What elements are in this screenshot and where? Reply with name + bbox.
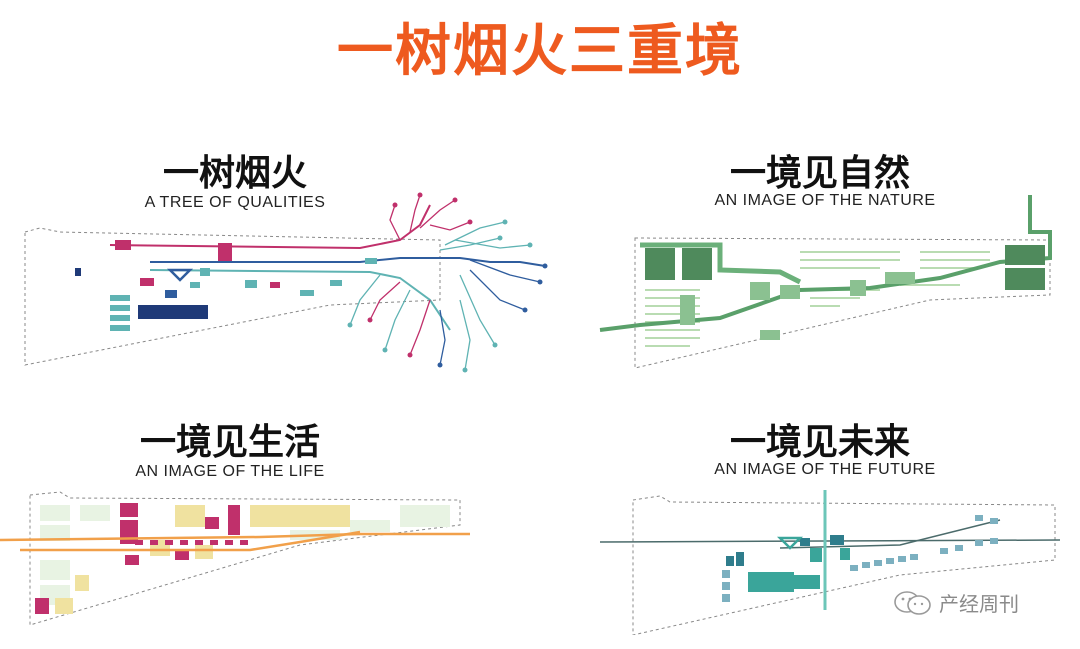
site-boundary (632, 495, 1056, 635)
panel-4-title: 一境见未来 (729, 421, 910, 463)
panel-3-life-diagram (0, 491, 470, 626)
wechat-icon (894, 590, 931, 615)
watermark: 产经周刊 (893, 588, 1019, 617)
panel-2-title: 一境见自然 (729, 152, 910, 194)
branch-end-dots (347, 192, 548, 373)
main-title: 一树烟火三重境 (337, 18, 743, 84)
site-boundary (29, 491, 461, 626)
panel-1-tree-diagram (24, 192, 548, 373)
panel-4-future-diagram (599, 490, 1061, 635)
trunk-teal (149, 269, 451, 331)
panel-1-subtitle: A TREE OF QUALITIES (144, 194, 326, 211)
panel-3-subtitle: AN IMAGE OF THE LIFE (135, 463, 325, 480)
orange-route (0, 532, 470, 542)
watermark-text: 产经周刊 (939, 594, 1019, 616)
panel-2-subtitle: AN IMAGE OF THE NATURE (714, 192, 936, 209)
panel-4-subtitle: AN IMAGE OF THE FUTURE (714, 461, 936, 478)
entry-arrow (166, 268, 194, 282)
panel-3-title: 一境见生活 (139, 421, 320, 463)
site-boundary (24, 227, 441, 366)
panel-1-title: 一树烟火 (162, 152, 307, 194)
panel-2-nature-diagram (599, 195, 1052, 369)
site-boundary (634, 237, 1051, 369)
trunk-navy (150, 257, 546, 267)
building-blocks (75, 240, 377, 331)
trunk-magenta (109, 204, 431, 250)
orange-route-2 (20, 530, 361, 552)
